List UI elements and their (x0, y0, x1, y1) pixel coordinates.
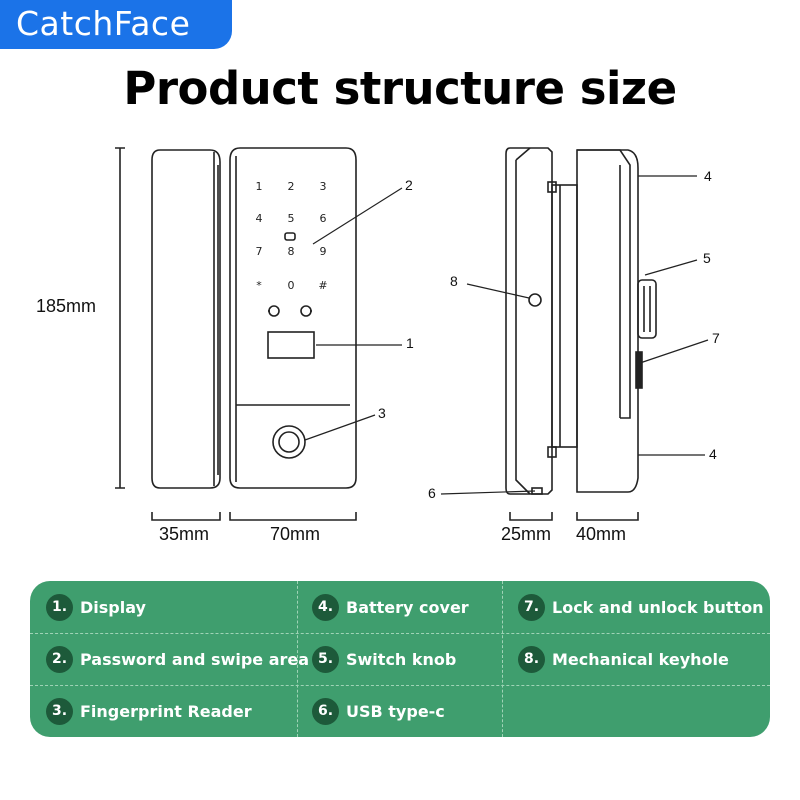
keypad-key: 6 (320, 212, 327, 225)
callout-8: 8 (450, 273, 458, 289)
brand-name: CatchFace (16, 4, 191, 43)
lock-body-front-left (151, 149, 221, 489)
leader-lines (304, 175, 709, 495)
legend-item-display: 1. Display (46, 581, 146, 633)
legend-item-lock-button: 7. Lock and unlock button (518, 581, 764, 633)
legend-panel: 1. Display 2. Password and swipe area 3.… (30, 581, 770, 737)
display-window (267, 331, 315, 359)
height-dimension-bar (115, 147, 125, 489)
keypad-key: 9 (320, 245, 327, 258)
legend-number: 5. (312, 645, 339, 673)
legend-item-password-area: 2. Password and swipe area (46, 633, 309, 685)
dimension-height: 185mm (36, 296, 97, 316)
legend-number: 2. (46, 645, 73, 673)
dimension-left-width: 35mm (159, 524, 210, 544)
callout-6: 6 (428, 485, 436, 501)
legend-number: 4. (312, 593, 339, 621)
keypad-key: 3 (320, 180, 327, 193)
keypad-key: 7 (256, 245, 263, 258)
legend-divider (30, 633, 770, 634)
callout-1: 1 (406, 335, 414, 351)
lock-body-front-panel (229, 147, 357, 489)
callout-7: 7 (712, 330, 720, 346)
legend-divider (297, 581, 298, 737)
legend-label: Display (80, 597, 146, 617)
legend-number: 6. (312, 697, 339, 725)
side-left-dimension-bar (509, 512, 553, 521)
switch-knob (637, 279, 657, 339)
keypad: 1 2 3 4 5 6 7 8 9 * 0 # (256, 180, 328, 292)
keypad-key: # (318, 279, 327, 292)
callout-2: 2 (405, 177, 413, 193)
legend-number: 1. (46, 593, 73, 621)
legend-item-switch-knob: 5. Switch knob (312, 633, 456, 685)
legend-number: 3. (46, 697, 73, 725)
legend-label: Fingerprint Reader (80, 701, 252, 721)
keypad-key: 8 (288, 245, 295, 258)
callout-4-top: 4 (704, 168, 712, 184)
side-right-dimension-bar (576, 512, 639, 521)
dimension-front-width: 70mm (270, 524, 321, 544)
fingerprint-reader (272, 425, 306, 459)
legend-number: 8. (518, 645, 545, 673)
legend-item-fingerprint: 3. Fingerprint Reader (46, 685, 252, 737)
dimension-side-left: 25mm (501, 524, 552, 544)
legend-label: Battery cover (346, 597, 469, 617)
legend-item-battery-cover: 4. Battery cover (312, 581, 469, 633)
keypad-key: 2 (288, 180, 295, 193)
keypad-key: 5 (288, 212, 295, 225)
legend-item-usb: 6. USB type-c (312, 685, 445, 737)
legend-label: Lock and unlock button (552, 597, 764, 617)
mechanical-keyhole (528, 293, 542, 307)
page-title: Product structure size (123, 62, 677, 115)
dimension-side-right: 40mm (576, 524, 627, 544)
keypad-key: 4 (256, 212, 263, 225)
front-width-dimension-bar (229, 512, 357, 521)
lock-unlock-button (635, 351, 643, 389)
callout-4-bottom: 4 (709, 446, 717, 462)
keypad-key: 1 (256, 180, 263, 193)
keypad-key: * (256, 279, 262, 292)
keypad-key: 0 (288, 279, 295, 292)
callout-3: 3 (378, 405, 386, 421)
legend-divider (30, 685, 770, 686)
left-width-dimension-bar (151, 512, 221, 521)
legend-label: USB type-c (346, 701, 445, 721)
legend-item-keyhole: 8. Mechanical keyhole (518, 633, 729, 685)
lock-body-side-view (505, 147, 657, 495)
legend-label: Password and swipe area (80, 649, 310, 669)
legend-divider (502, 581, 503, 737)
legend-number: 7. (518, 593, 545, 621)
callout-5: 5 (703, 250, 711, 266)
legend-label: Switch knob (346, 649, 457, 669)
brand-logo: CatchFace (0, 0, 232, 49)
legend-label: Mechanical keyhole (552, 649, 729, 669)
